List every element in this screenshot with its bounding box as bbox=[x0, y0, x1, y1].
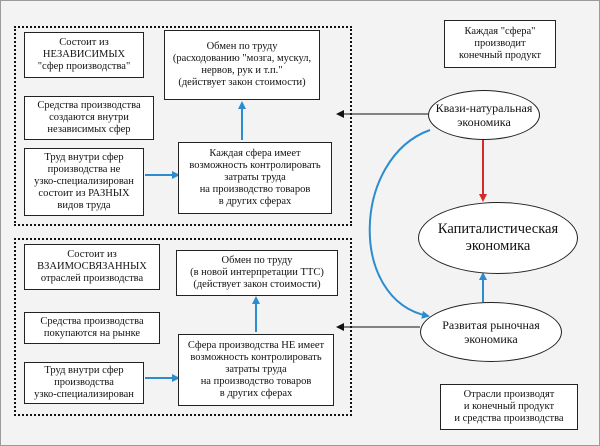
box-interrelated-branches: Состоит из ВЗАИМОСВЯЗАННЫХ отраслей прои… bbox=[24, 244, 160, 290]
box-labor-specialized: Труд внутри сфер производства узко-специ… bbox=[24, 362, 144, 404]
quasi-natural-group bbox=[14, 26, 352, 226]
box-labor-diverse: Труд внутри сфер производства не узко-сп… bbox=[24, 148, 144, 216]
note-branches-produce: Отрасли производят и конечный продукт и … bbox=[440, 384, 578, 430]
box-sphere-control: Каждая сфера имеет возможность контролир… bbox=[178, 142, 332, 214]
arrow-quasi-to-market bbox=[368, 129, 431, 319]
box-independent-spheres: Состоит из НЕЗАВИСИМЫХ "сфер производств… bbox=[24, 32, 144, 78]
oval-capitalist-economy: Капиталистическая экономика bbox=[418, 202, 578, 274]
box-labor-exchange-top: Обмен по труду (расходованию "мозга, мус… bbox=[164, 30, 320, 100]
box-labor-exchange-bottom: Обмен по труду (в новой интерпретации ТТ… bbox=[176, 250, 338, 296]
note-sphere-final-product: Каждая "сфера" производит конечный проду… bbox=[444, 20, 556, 68]
box-means-of-production-top: Средства производства создаются внутри н… bbox=[24, 96, 154, 140]
oval-quasi-natural-economy: Квази-натуральная экономика bbox=[428, 90, 540, 140]
box-means-of-production-bottom: Средства производства покупаются на рынк… bbox=[24, 312, 160, 344]
oval-developed-market-economy: Развитая рыночная экономика bbox=[420, 302, 562, 362]
box-sphere-no-control: Сфера производства НЕ имеет возможность … bbox=[178, 334, 334, 406]
